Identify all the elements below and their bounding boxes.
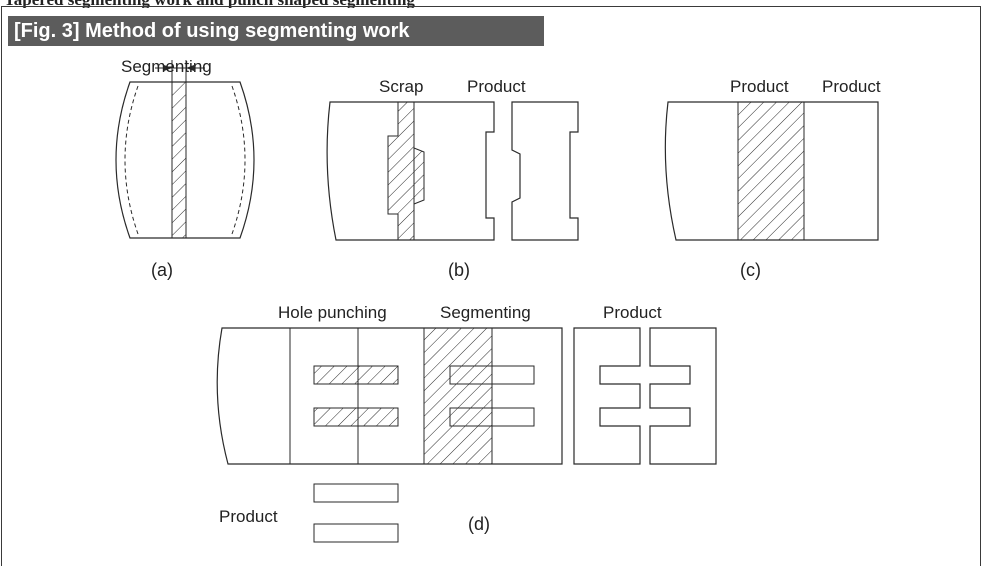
panel-b-scrap: [387, 101, 425, 241]
panel-d-label-hole-punching: Hole punching: [278, 303, 387, 322]
panel-d-product-piece-1: [313, 483, 399, 503]
panel-c-caption: (c): [740, 260, 761, 280]
header-cut-label: Tapered segmenting work and punch shaped…: [4, 0, 415, 8]
panel-a-caption: (a): [151, 260, 173, 280]
header-cut-text: Tapered segmenting work and punch shaped…: [0, 0, 985, 8]
panel-a-segment-strip: [171, 81, 187, 239]
panel-a-arrow-left: [164, 65, 172, 71]
panel-b: Scrap Product (b): [326, 77, 579, 280]
panel-d-open-hole-2: [449, 407, 535, 427]
panel-d-hole-2: [313, 407, 399, 427]
panel-c: Product Product (c): [664, 77, 881, 280]
panel-d-hole-1: [313, 365, 399, 385]
panel-d-open-hole-1: [449, 365, 535, 385]
panel-d-product-right: [649, 327, 717, 465]
panel-a-label-segmenting: Segmenting: [121, 57, 212, 76]
panel-d-label-product: Product: [603, 303, 662, 322]
panel-a-inner-right-dashed: [231, 85, 246, 235]
panel-b-sheet-outline: [326, 101, 495, 241]
panel-d-product-left: [573, 327, 641, 465]
panel-a-arrow-right: [186, 65, 194, 71]
panel-b-label-product: Product: [467, 77, 526, 96]
panel-a-inner-left-dashed: [124, 85, 139, 235]
panel-d-sheet-outline: [216, 327, 563, 465]
panel-d: Hole punching Segmenting Product Product…: [216, 303, 717, 543]
panel-d-label-product-pieces: Product: [219, 507, 278, 526]
panel-d-segment-strip: [423, 327, 493, 465]
panel-b-product-piece: [511, 101, 579, 241]
panel-b-label-scrap: Scrap: [379, 77, 423, 96]
figure-title: [Fig. 3] Method of using segmenting work: [8, 16, 544, 46]
panel-a-blank: [115, 81, 255, 239]
panel-c-sheet-outline: [664, 101, 879, 241]
panel-c-label-product-left: Product: [730, 77, 789, 96]
panel-d-caption: (d): [468, 514, 490, 534]
panel-a: Segmenting (a): [115, 57, 255, 280]
panel-d-product-piece-2: [313, 523, 399, 543]
panel-b-caption: (b): [448, 260, 470, 280]
panel-c-segment-strip: [737, 101, 805, 241]
figure-frame: [1, 6, 981, 566]
panel-d-label-segmenting: Segmenting: [440, 303, 531, 322]
panel-c-label-product-right: Product: [822, 77, 881, 96]
